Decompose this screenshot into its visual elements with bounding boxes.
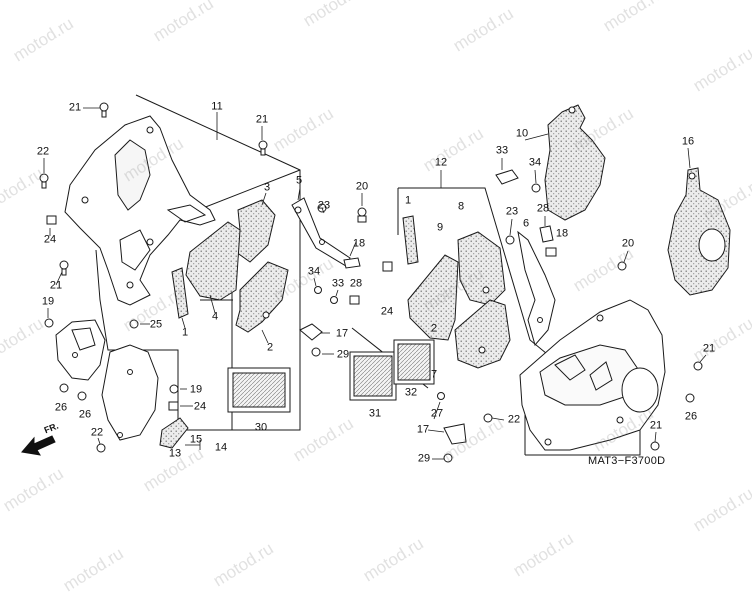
callout-14: 14	[214, 441, 228, 454]
callout-8: 8	[457, 200, 465, 213]
strip-part-1-right	[402, 215, 419, 265]
callout-19: 19	[189, 383, 203, 396]
callout-21: 21	[702, 342, 716, 355]
diagram-code: MAT3−F3700D	[588, 455, 666, 467]
exploded-view-drawing	[21, 94, 731, 463]
sponge-part-2-right	[454, 299, 511, 369]
callout-21: 21	[68, 101, 82, 114]
callout-27: 27	[430, 407, 444, 420]
callout-21: 21	[255, 113, 269, 126]
callout-22: 22	[36, 145, 50, 158]
callout-6: 6	[522, 217, 530, 230]
callout-22: 22	[90, 426, 104, 439]
callout-20: 20	[355, 180, 369, 193]
left-lower-cowl-part-13	[55, 319, 159, 441]
panel-part-16	[667, 167, 731, 296]
right-bolts	[382, 169, 703, 463]
sponge-part-9	[407, 254, 459, 341]
callout-16: 16	[681, 135, 695, 148]
callout-15: 15	[189, 433, 203, 446]
callout-1: 1	[181, 326, 189, 339]
callout-30: 30	[254, 421, 268, 434]
callout-12: 12	[434, 156, 448, 169]
callout-28: 28	[349, 277, 363, 290]
callout-24: 24	[43, 233, 57, 246]
callout-21: 21	[49, 279, 63, 292]
front-arrow-icon	[21, 435, 56, 456]
callout-26: 26	[54, 401, 68, 414]
callout-23: 23	[505, 205, 519, 218]
callout-9: 9	[436, 221, 444, 234]
callout-32: 32	[404, 386, 418, 399]
sponge-part-8	[457, 231, 506, 306]
callout-3: 3	[263, 181, 271, 194]
sponge-part-32	[393, 339, 435, 385]
callout-5: 5	[295, 174, 303, 187]
callout-33: 33	[331, 277, 345, 290]
panel-part-10	[544, 104, 606, 221]
callout-20: 20	[621, 237, 635, 250]
callout-29: 29	[417, 452, 431, 465]
left-lower-cowl-part-14	[159, 417, 189, 449]
callout-17: 17	[416, 423, 430, 436]
strip-part-1	[171, 267, 189, 319]
callout-34: 34	[528, 156, 542, 169]
sponge-part-3	[235, 199, 276, 263]
callout-23: 23	[317, 199, 331, 212]
callout-11: 11	[211, 100, 223, 113]
callout-17: 17	[335, 327, 349, 340]
callout-2: 2	[266, 341, 274, 354]
callout-25: 25	[149, 318, 163, 331]
callout-2: 2	[430, 322, 438, 335]
callout-22: 22	[507, 413, 521, 426]
callout-26: 26	[684, 410, 698, 423]
callout-33: 33	[495, 144, 509, 157]
callout-24: 24	[380, 305, 394, 318]
callout-24: 24	[193, 400, 207, 413]
callout-18: 18	[352, 237, 366, 250]
callout-13: 13	[168, 447, 182, 460]
right-lower-cowl-part-7	[519, 299, 666, 451]
sponge-part-31	[349, 351, 397, 401]
callout-18: 18	[555, 227, 569, 240]
callout-34: 34	[307, 265, 321, 278]
callout-31: 31	[368, 407, 382, 420]
callout-19: 19	[41, 295, 55, 308]
callout-26: 26	[78, 408, 92, 421]
left-bolts	[39, 102, 367, 453]
callout-21: 21	[649, 419, 663, 432]
callout-10: 10	[515, 127, 529, 140]
callout-28: 28	[536, 202, 550, 215]
sponge-part-2	[235, 261, 289, 333]
callout-7: 7	[430, 368, 438, 381]
left-upper-cowl-part-11	[64, 115, 216, 306]
inner-panel-part-6	[517, 230, 556, 347]
sponge-part-4	[185, 221, 241, 301]
bracket-part-5	[291, 197, 351, 267]
callout-4: 4	[211, 310, 219, 323]
callout-1: 1	[404, 194, 412, 207]
sponge-part-30	[227, 367, 291, 413]
leader-lines	[43, 107, 707, 460]
callout-29: 29	[336, 348, 350, 361]
